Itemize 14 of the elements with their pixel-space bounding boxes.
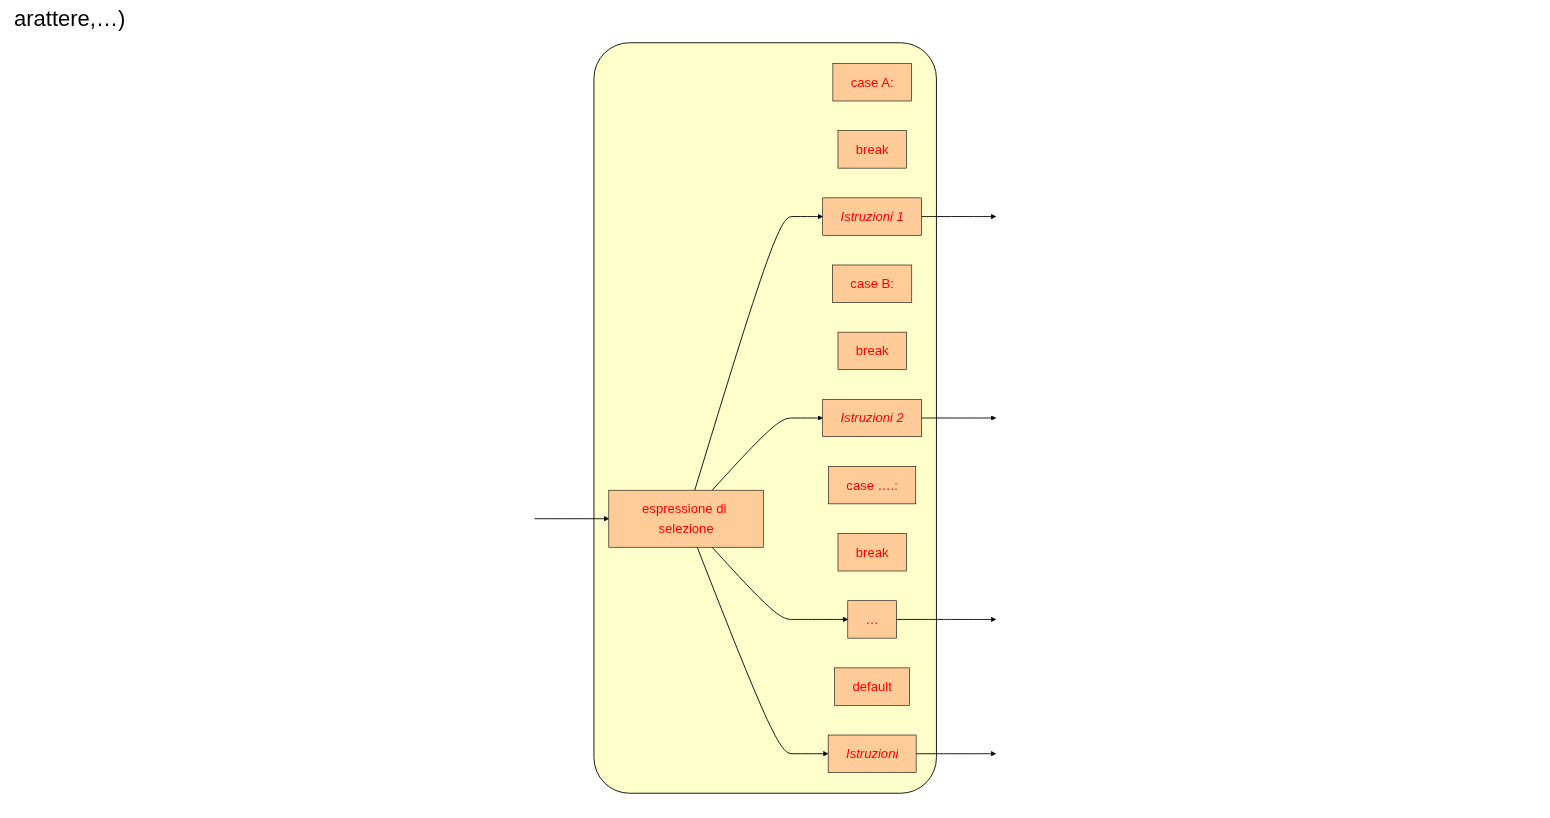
node-box: break [837,533,907,572]
node-box: Istruzioni 2 [822,399,922,437]
node-box: Istruzioni [827,734,917,773]
node-box: default [834,667,910,706]
node-box: break [837,130,907,169]
node-box: espressione di selezione [608,489,764,548]
node-box: … [847,600,897,639]
cluster [593,42,937,794]
node-box: case A: [832,63,912,102]
node-box: case B: [832,264,912,303]
node-box: break [837,331,907,370]
node-box: Istruzioni 1 [822,197,922,236]
node-box: case ….: [828,466,916,505]
note-text: arattere,…) [14,6,127,32]
